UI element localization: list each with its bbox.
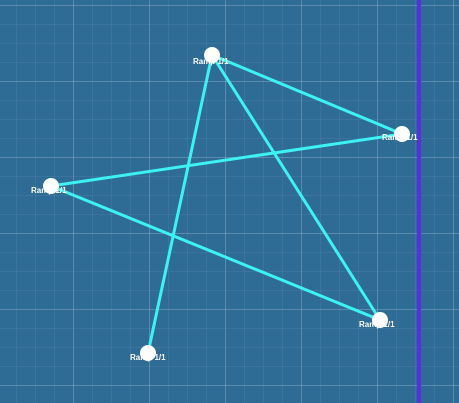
edge-n1-n2[interactable] — [210, 53, 404, 136]
node-n3[interactable]: Ramp 1/1 — [31, 178, 67, 195]
node-handle[interactable] — [140, 345, 156, 361]
node-handle[interactable] — [204, 47, 220, 63]
node-label: Ramp 1/1 — [359, 320, 395, 329]
node-n4[interactable]: Ramp 1/1 — [359, 312, 395, 329]
node-label: Ramp 1/1 — [382, 133, 418, 142]
node-label: Ramp 1/1 — [130, 353, 166, 362]
node-n1[interactable]: Ramp 1/1 — [193, 47, 229, 66]
edge-layer — [49, 53, 404, 355]
node-n5[interactable]: Ramp 1/1 — [130, 345, 166, 362]
node-label: Ramp 1/1 — [31, 186, 67, 195]
edge-n3-n4[interactable] — [49, 184, 382, 322]
node-label: Ramp 1/1 — [193, 57, 229, 66]
node-handle[interactable] — [394, 126, 410, 142]
node-handle[interactable] — [372, 312, 388, 328]
node-n2[interactable]: Ramp 1/1 — [382, 126, 418, 142]
node-handle[interactable] — [43, 178, 59, 194]
edge-n1-n5[interactable] — [146, 53, 214, 355]
edge-n4-n1[interactable] — [210, 53, 382, 322]
edge-n2-n3[interactable] — [49, 132, 404, 188]
